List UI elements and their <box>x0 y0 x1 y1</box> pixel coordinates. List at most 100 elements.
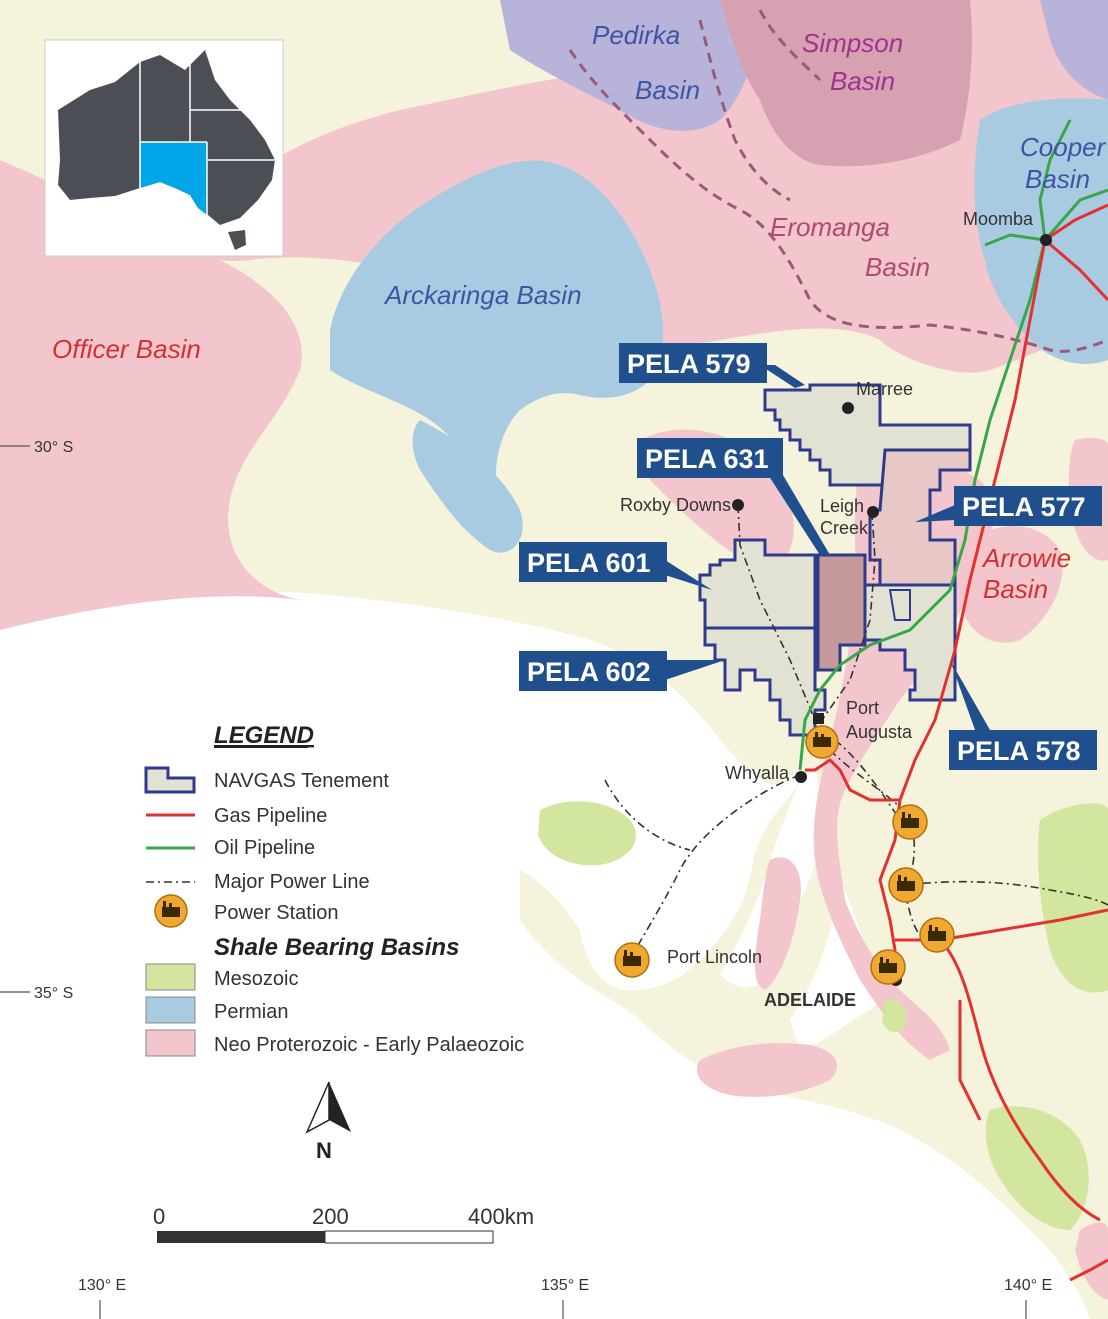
town-dot-roxby <box>732 499 744 511</box>
town-label-augusta: Augusta <box>846 722 913 742</box>
basin-label-simpson-2: Basin <box>830 66 895 96</box>
callout-pointer-579 <box>760 365 805 388</box>
power-stations <box>614 725 955 985</box>
scale-segment-dark <box>157 1231 325 1243</box>
callout-label-602: PELA 602 <box>527 657 651 687</box>
mesozoic-eyre <box>538 801 636 866</box>
legend-item-mesozoic: Mesozoic <box>214 968 298 990</box>
power-line-eyre2 <box>604 779 691 851</box>
callout-label-601: PELA 601 <box>527 548 651 578</box>
legend-item-tenement: NAVGAS Tenement <box>214 770 389 792</box>
callout-pointer-578 <box>950 660 990 730</box>
tenement-pela-601 <box>698 538 817 630</box>
permian-arckaringa-south <box>412 420 523 553</box>
power-station-augusta <box>805 725 839 759</box>
town-label-moomba: Moomba <box>963 209 1034 229</box>
gas-pipeline-augusta <box>805 758 900 802</box>
inset-map <box>44 39 284 257</box>
legend-title: LEGEND <box>214 722 314 749</box>
basin-label-arrowie-2: Basin <box>983 574 1048 604</box>
legend-swatch-mesozoic <box>145 963 196 991</box>
oil-pipeline-main <box>798 239 1047 771</box>
permian-cooper <box>974 98 1108 364</box>
power-station-3 <box>919 917 955 953</box>
callout-pointer-631 <box>765 470 830 555</box>
permian-north-east <box>1040 0 1108 100</box>
basin-label-cooper-2: Basin <box>1025 164 1090 194</box>
legend-item-neoproterozoic: Neo Proterozoic - Early Palaeozoic <box>214 1034 524 1056</box>
permian-pedirka <box>500 0 760 131</box>
inset-state-borders <box>139 50 275 215</box>
town-label-adelaide: ADELAIDE <box>764 990 856 1010</box>
pela-callouts: PELA 579 PELA 631 PELA 577 PELA 601 PELA… <box>519 343 1102 770</box>
lon-label-130: 130° E <box>78 1277 126 1294</box>
power-line-leigh <box>821 511 876 721</box>
town-label-leigh: Leigh <box>820 496 864 516</box>
town-dot-whyalla <box>795 771 807 783</box>
basin-label-eromanga: Eromanga <box>770 212 890 242</box>
callout-pointer-602 <box>665 660 725 680</box>
basin-label-officer: Officer Basin <box>52 334 201 364</box>
legend-swatch-neoproterozoic <box>145 1029 196 1057</box>
gas-pipeline-east2 <box>1044 238 1108 302</box>
mesozoic-mid <box>882 999 907 1033</box>
towns: Moomba Marree Leigh Creek Roxby Downs Po… <box>620 209 1052 1010</box>
lon-label-140: 140° E <box>1004 1277 1052 1294</box>
power-line-eyre <box>629 774 801 961</box>
legend-item-permian: Permian <box>214 1001 288 1023</box>
town-dot-moomba <box>1040 234 1052 246</box>
scale-segment-light <box>324 1230 494 1244</box>
navgas-tenements <box>698 383 972 737</box>
town-label-whyalla: Whyalla <box>725 763 790 783</box>
scale-label-0: 0 <box>153 1204 165 1229</box>
callout-box-578 <box>949 730 1097 770</box>
graticule: 30° S 35° S 130° E 135° E 140° E <box>0 439 1052 1319</box>
town-dot-leigh-creek <box>867 506 879 518</box>
callout-box-577 <box>954 486 1102 526</box>
callout-label-579: PELA 579 <box>627 349 751 379</box>
basin-label-simpson: Simpson <box>802 28 903 58</box>
mesozoic-east <box>1038 803 1108 993</box>
legend-shale-title: Shale Bearing Basins <box>214 934 459 961</box>
basin-label-arrowie: Arrowie <box>981 543 1071 573</box>
power-station-port-lincoln <box>614 942 650 978</box>
gas-pipeline-moomba-adelaide <box>878 239 1047 976</box>
lon-label-135: 135° E <box>541 1277 589 1294</box>
legend: LEGEND NAVGAS Tenement Gas Pipeline Oil … <box>144 722 524 1057</box>
town-label-marree: Marree <box>856 379 913 399</box>
inset-south-australia <box>140 142 207 215</box>
mesozoic-south <box>985 1106 1089 1230</box>
australia-outline <box>58 50 275 225</box>
north-arrow-label: N <box>316 1138 332 1163</box>
neoproterozoic-region-west <box>0 160 302 630</box>
scale-label-400: 400km <box>468 1204 534 1229</box>
legend-symbol-power-station <box>154 894 188 928</box>
eromanga-boundary <box>568 49 1108 353</box>
neoproterozoic-region-east <box>958 526 1063 643</box>
pedirka-boundary <box>698 19 791 202</box>
lat-label-35: 35° S <box>34 985 73 1002</box>
neoproterozoic-region-se <box>1075 1222 1108 1300</box>
north-arrow-right <box>329 1082 351 1132</box>
southern-ocean <box>0 591 1090 1319</box>
legend-item-oil: Oil Pipeline <box>214 837 315 859</box>
oil-pipeline-ne <box>1043 188 1108 241</box>
legend-item-power-line: Major Power Line <box>214 871 370 893</box>
town-dot-marree <box>842 402 854 414</box>
basin-label-cooper: Cooper <box>1020 132 1107 162</box>
basin-label-pedirka-2: Basin <box>635 75 700 105</box>
callout-label-577: PELA 577 <box>962 492 1086 522</box>
power-station-2 <box>888 867 924 903</box>
power-line-roxby <box>737 504 816 721</box>
basin-label-arckaringa: Arckaringa Basin <box>383 280 582 310</box>
oil-pipeline-west <box>984 233 1046 247</box>
basin-label-eromanga-2: Basin <box>865 252 930 282</box>
tenement-pela-631 <box>816 553 867 672</box>
gas-pipeline-southeast2 <box>958 1000 982 1121</box>
simpson-boundary <box>758 9 822 82</box>
kangaroo-island <box>696 1043 838 1097</box>
legend-item-gas: Gas Pipeline <box>214 805 327 827</box>
scale-label-200: 200 <box>312 1204 349 1229</box>
tenement-pela-578-inner <box>888 589 911 621</box>
